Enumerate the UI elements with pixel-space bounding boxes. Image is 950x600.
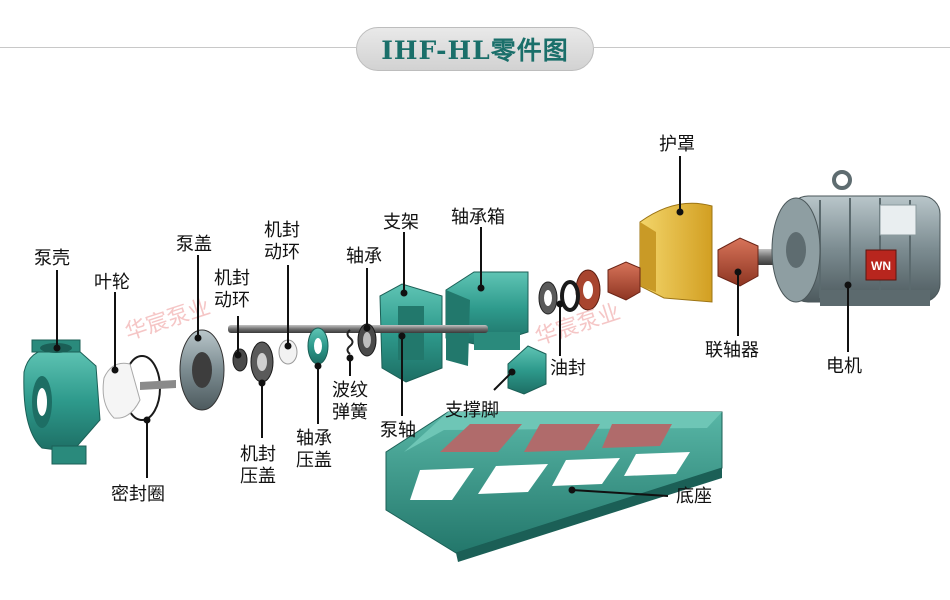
label-base: 底座 bbox=[676, 486, 712, 507]
support-foot-part bbox=[507, 345, 547, 395]
label-oil-seal: 油封 bbox=[550, 358, 586, 379]
label-motor: 电机 bbox=[826, 356, 862, 377]
bearing-box-part bbox=[445, 271, 529, 366]
label-coupling: 联轴器 bbox=[705, 340, 759, 361]
label-mech-seal-rotating-b: 机封动环 bbox=[264, 220, 300, 263]
bearing-part bbox=[357, 323, 377, 357]
diagram-title: IHF-HL零件图 bbox=[381, 36, 569, 65]
label-pump-shaft: 泵轴 bbox=[380, 420, 416, 441]
base-part bbox=[385, 411, 723, 562]
pump-cover-part bbox=[179, 329, 225, 411]
coupling-part bbox=[575, 237, 759, 311]
label-bearing: 轴承 bbox=[346, 246, 382, 267]
label-wave-spring: 波纹弹簧 bbox=[332, 380, 368, 423]
wave-spring-part bbox=[346, 329, 354, 355]
title-rule-left bbox=[0, 47, 356, 48]
title-rule-right bbox=[594, 47, 950, 48]
motor-part bbox=[748, 170, 941, 306]
label-mech-seal-gland: 机封压盖 bbox=[240, 444, 276, 487]
label-guard: 护罩 bbox=[659, 134, 695, 155]
leader-lines bbox=[53, 156, 852, 497]
label-bracket: 支架 bbox=[383, 212, 419, 233]
label-bearing-box: 轴承箱 bbox=[451, 207, 505, 228]
label-pump-cover: 泵盖 bbox=[176, 234, 212, 255]
label-impeller: 叶轮 bbox=[94, 272, 130, 293]
pump-shaft-part bbox=[228, 325, 488, 333]
label-mech-seal-rotating-a: 机封动环 bbox=[214, 268, 250, 311]
label-seal-ring: 密封圈 bbox=[111, 484, 165, 505]
title-banner: IHF-HL零件图 bbox=[356, 27, 594, 71]
guard-part bbox=[639, 202, 713, 303]
mech-seal-gland-part bbox=[250, 341, 274, 383]
bearing-gland-part bbox=[307, 327, 329, 365]
motor-badge: WN bbox=[871, 259, 891, 273]
label-pump-casing: 泵壳 bbox=[34, 248, 70, 269]
label-support-foot: 支撑脚 bbox=[445, 400, 499, 421]
label-bearing-gland: 轴承压盖 bbox=[296, 428, 332, 471]
oil-seal-part bbox=[538, 280, 580, 315]
pump-casing-part bbox=[23, 339, 101, 465]
